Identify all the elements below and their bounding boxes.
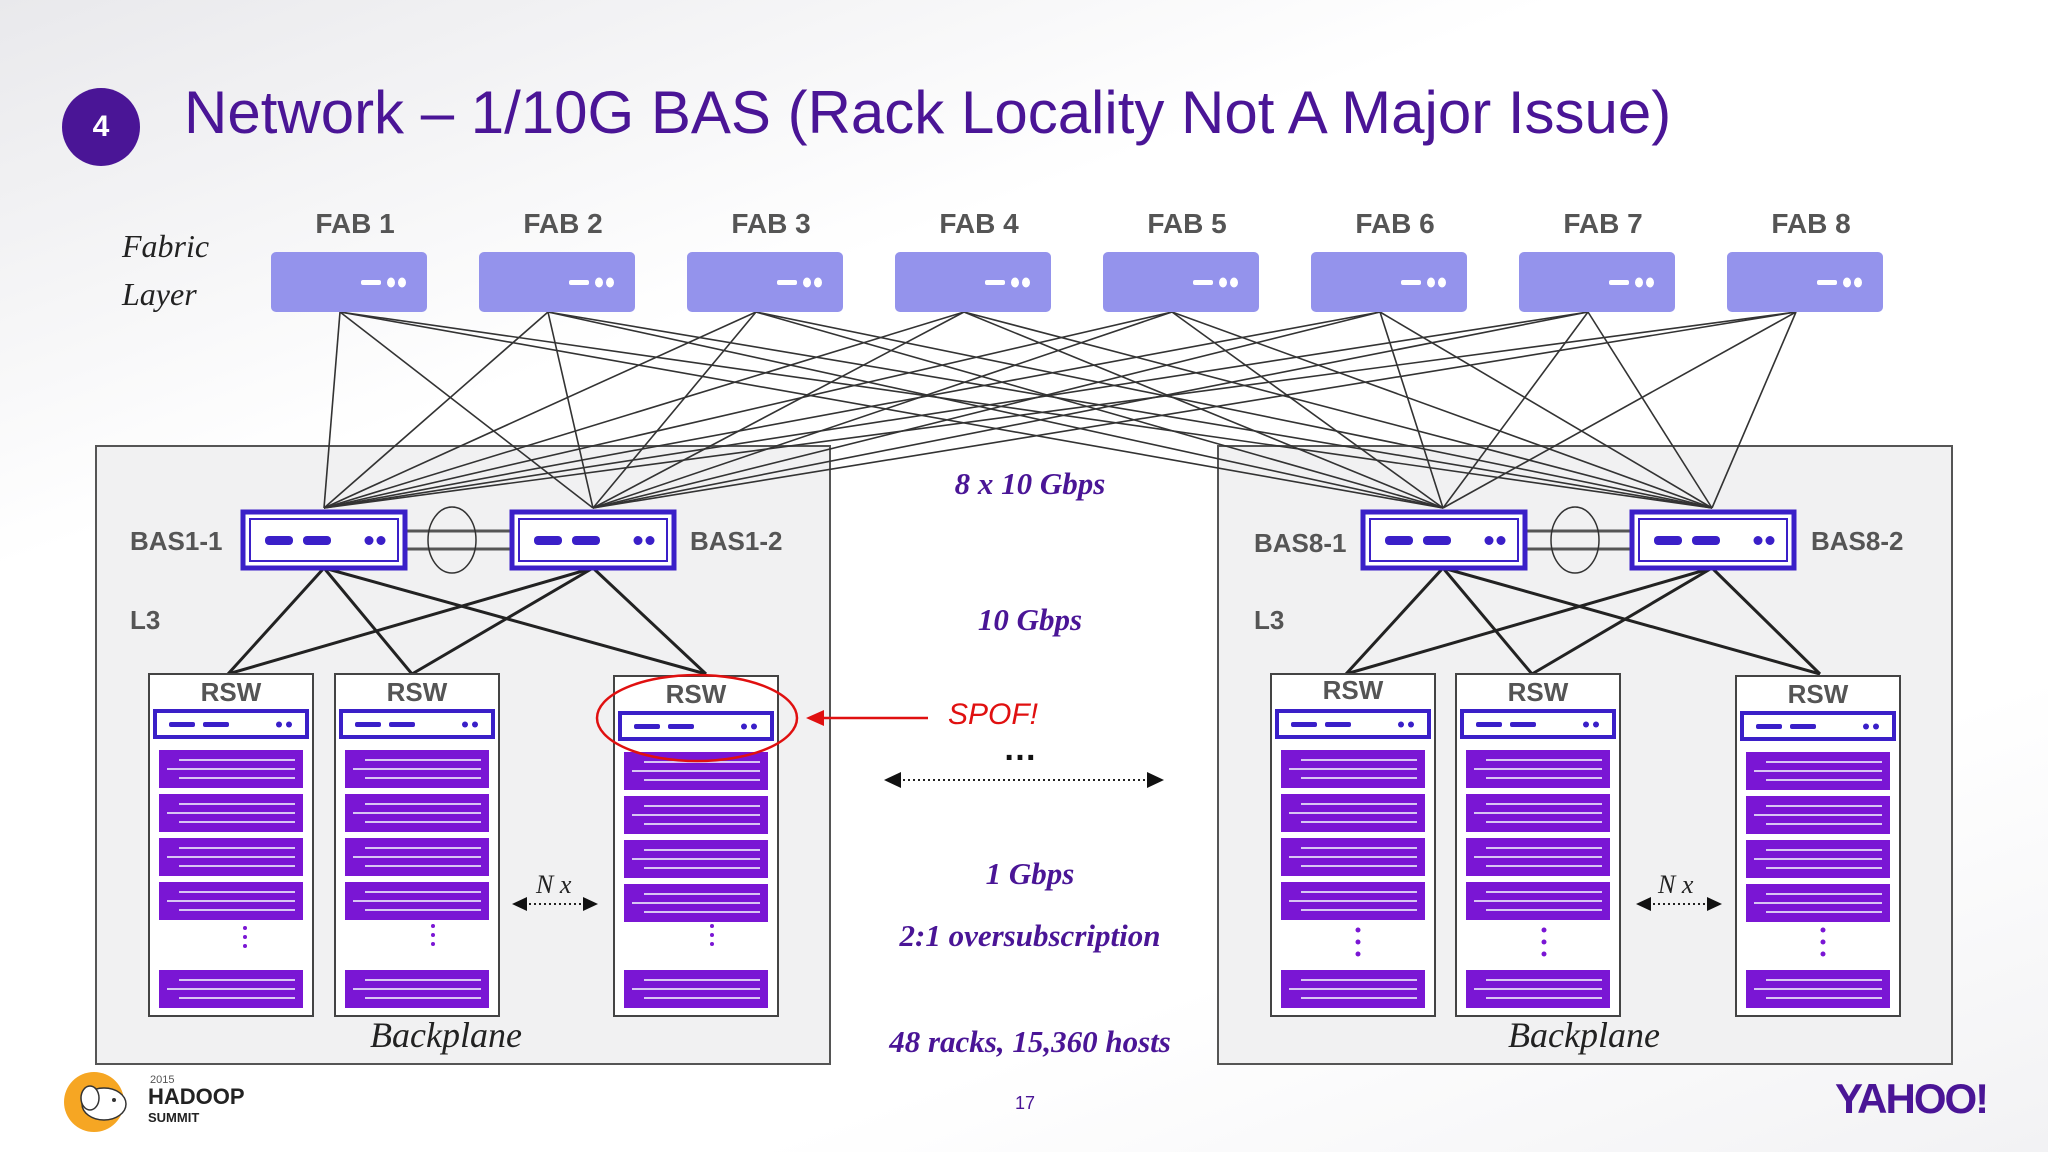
rsw-label-r3: RSW <box>1787 679 1849 709</box>
middle-dotted-arrow <box>884 772 1164 788</box>
right-bas-rsw-lines <box>1344 566 1822 676</box>
rsw-label-l1: RSW <box>200 677 262 707</box>
fab-label-2: FAB 2 <box>523 208 603 239</box>
bas1-1-switch <box>243 512 405 568</box>
rsw-label-r2: RSW <box>1507 677 1569 707</box>
uplink-speed-label: 8 x 10 Gbps <box>954 466 1106 501</box>
fab-label-8: FAB 8 <box>1771 208 1851 239</box>
left-nx-label: N x <box>536 870 572 899</box>
page-title: Network – 1/10G BAS (Rack Locality Not A… <box>184 79 1672 146</box>
fabric-mesh-lines <box>323 311 1797 509</box>
fab-label-7: FAB 7 <box>1563 208 1643 239</box>
spof-circle <box>595 673 799 763</box>
right-backplane-label: Backplane <box>1508 1015 1660 1055</box>
fab-label-1: FAB 1 <box>315 208 395 239</box>
left-bas-rsw-lines <box>226 566 708 676</box>
left-rack-2 <box>334 673 500 1017</box>
rack-ellipsis-dots <box>243 924 1826 957</box>
middle-ellipsis: … <box>1003 730 1037 768</box>
fab-switch-7 <box>1519 252 1675 312</box>
hadoop-summit-logo: 2015 HADOOP SUMMIT <box>62 1070 262 1137</box>
fab-label-3: FAB 3 <box>731 208 811 239</box>
fab-switch-6 <box>1311 252 1467 312</box>
scale-label: 48 racks, 15,360 hosts <box>889 1024 1171 1059</box>
left-rack-3 <box>613 675 779 1017</box>
bas8-1-switch <box>1363 512 1525 568</box>
left-l3-label: L3 <box>130 605 161 635</box>
yahoo-logo: YAHOO! <box>1835 1075 1989 1122</box>
hadoop-sub: SUMMIT <box>148 1110 200 1125</box>
oversubscription-label: 2:1 oversubscription <box>899 918 1161 953</box>
fab-switch-4 <box>895 252 1051 312</box>
hadoop-name: HADOOP <box>148 1084 245 1109</box>
left-rack-1 <box>148 673 314 1017</box>
right-l3-label: L3 <box>1254 605 1285 635</box>
bas8-2-label: BAS8-2 <box>1811 526 1904 556</box>
hadoop-year: 2015 <box>150 1074 175 1086</box>
right-nx-label: N x <box>1658 870 1694 899</box>
left-nx-arrow <box>512 897 598 911</box>
bas-rsw-speed-label: 10 Gbps <box>977 602 1083 637</box>
bas8-1-label: BAS8-1 <box>1254 528 1347 558</box>
spof-arrowhead <box>806 710 824 726</box>
fabric-layer-line2: Layer <box>122 276 197 312</box>
right-rack-3 <box>1735 675 1901 1017</box>
fab-switch-2 <box>479 252 635 312</box>
fabric-layer-line1: Fabric <box>122 228 210 264</box>
bas1-1-label: BAS1-1 <box>130 526 223 556</box>
spof-label: SPOF! <box>948 698 1039 731</box>
right-nx-arrow <box>1636 897 1722 911</box>
rsw-label-l3: RSW <box>665 679 727 709</box>
fab-switch-5 <box>1103 252 1259 312</box>
rsw-label-l2: RSW <box>386 677 448 707</box>
rsw-label-r1: RSW <box>1322 675 1384 705</box>
right-rack-1 <box>1270 673 1436 1017</box>
slide-number-badge: 4 <box>62 88 140 166</box>
fab-switch-8 <box>1727 252 1883 312</box>
bas1-2-label: BAS1-2 <box>690 526 783 556</box>
fab-switch-3 <box>687 252 843 312</box>
bas1-2-switch <box>512 512 674 568</box>
right-rack-2 <box>1455 673 1621 1017</box>
fab-switch-1 <box>271 252 427 312</box>
page-number: 17 <box>1015 1093 1036 1113</box>
fabric-layer-label: Fabric Layer <box>122 222 209 318</box>
fab-label-5: FAB 5 <box>1147 208 1227 239</box>
host-link-speed-label: 1 Gbps <box>985 856 1075 891</box>
fab-label-6: FAB 6 <box>1355 208 1435 239</box>
bas8-2-switch <box>1632 512 1794 568</box>
fab-label-4: FAB 4 <box>939 208 1019 239</box>
left-backplane-label: Backplane <box>370 1015 522 1055</box>
